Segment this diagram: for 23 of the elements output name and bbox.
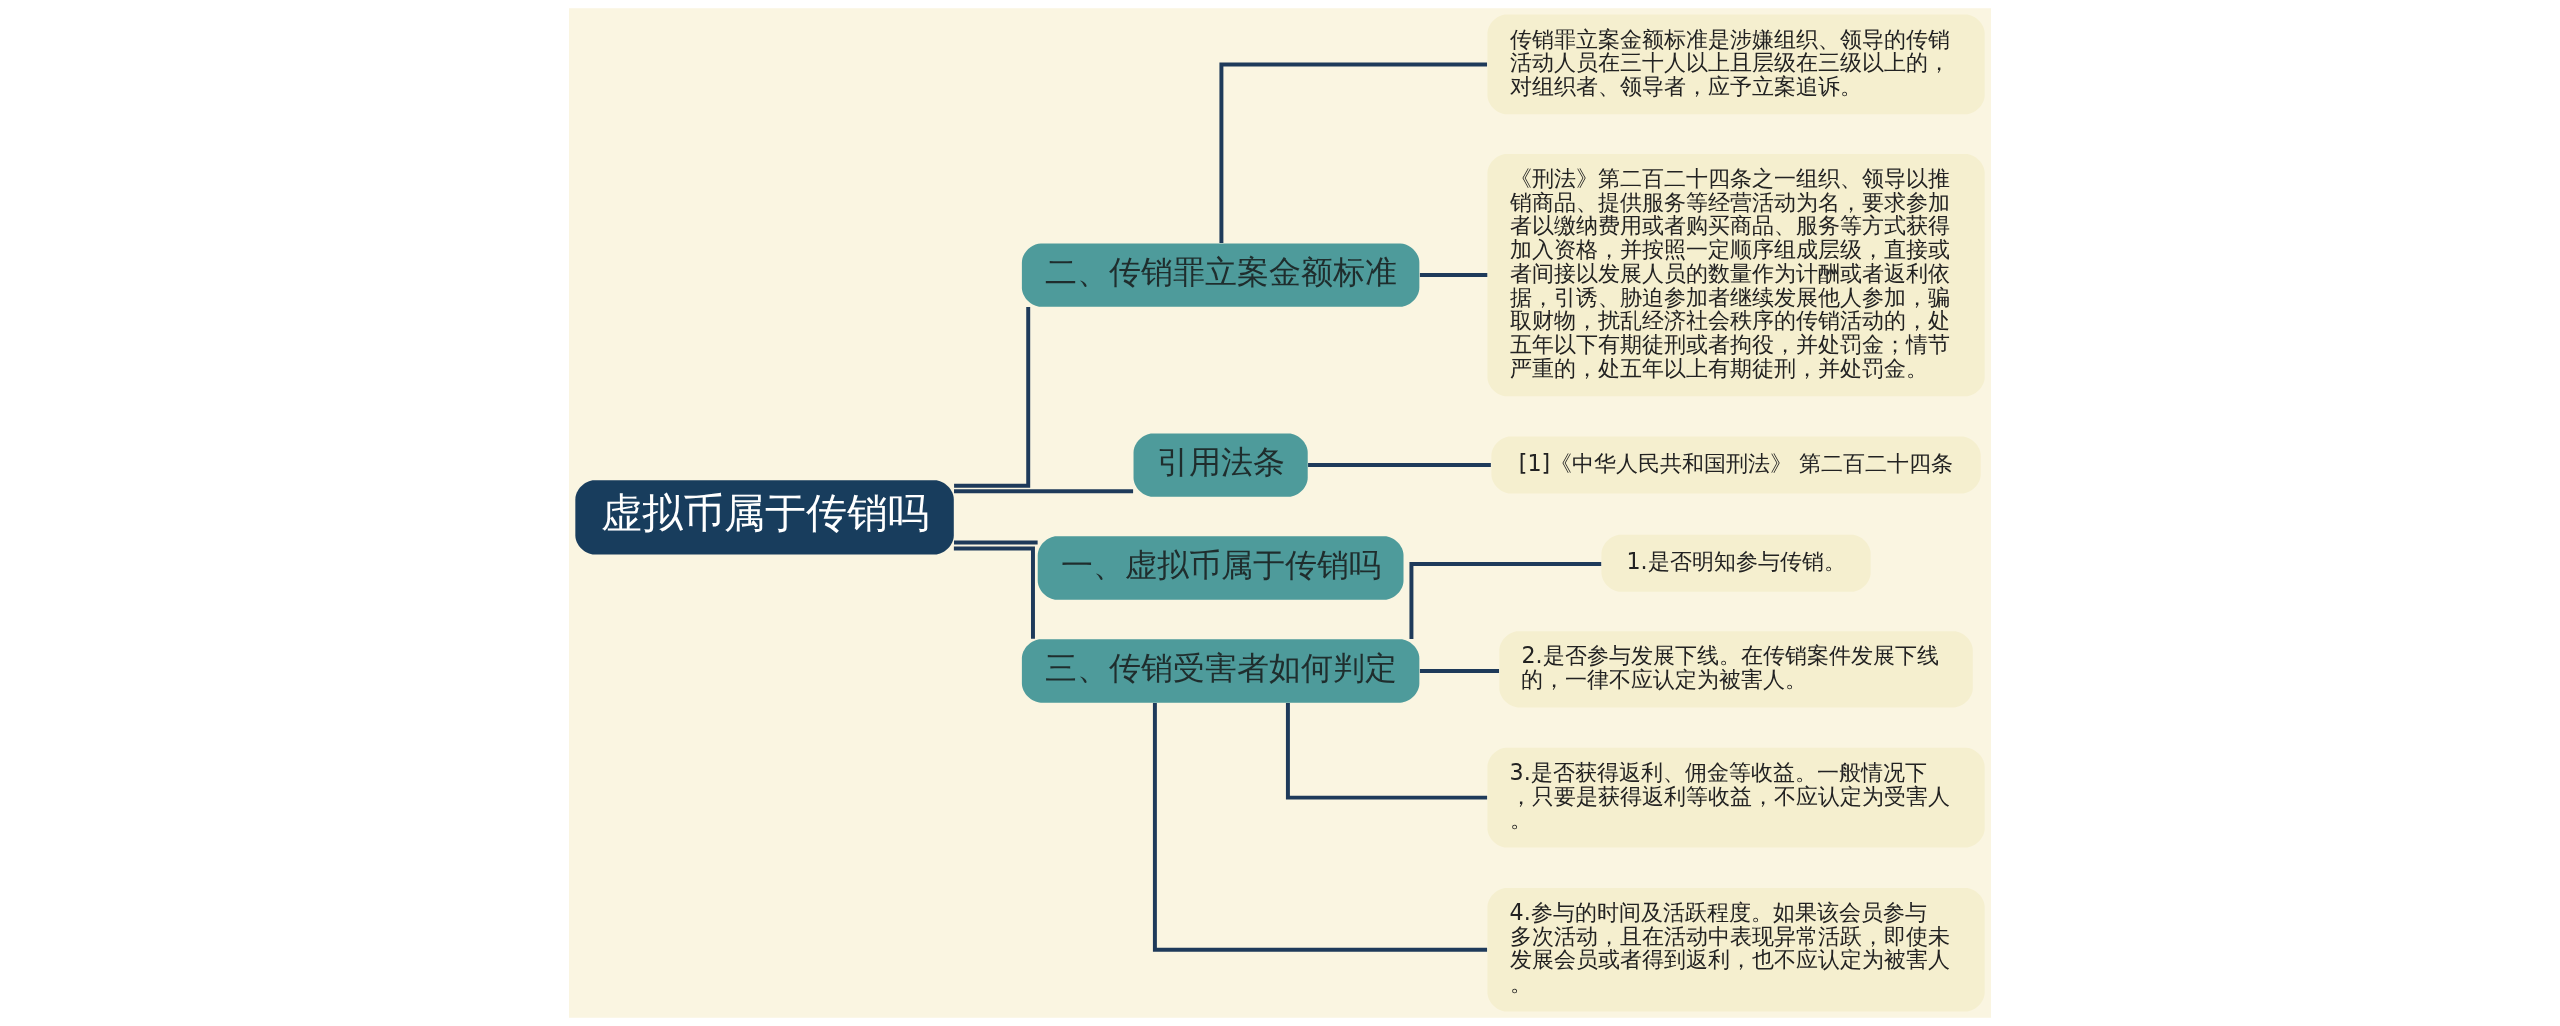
node-box: 传销罪立案金额标准是涉嫌组织、领导的传销活动人员在三十人以上且层级在三级以上的，对组织者、领导者，应予立案追诉。: [1487, 14, 1985, 115]
connector: [954, 307, 1031, 488]
connector: [1219, 62, 1488, 244]
connector: [1409, 562, 1602, 639]
connector: [1152, 702, 1488, 952]
node-box: 三、传销受害者如何判定: [1021, 639, 1420, 703]
connector: [953, 546, 1035, 639]
node-box: 二、传销罪立案金额标准: [1021, 243, 1420, 307]
node-box: 2.是否参与发展下线。在传销案件发展下线的，一律不应认定为被害人。: [1499, 631, 1973, 708]
node-box: [1]《中华人民共和国刑法》 第二百二十四条: [1491, 436, 1981, 494]
connector: [1285, 702, 1488, 800]
connector: [1419, 273, 1488, 278]
node-box: 4.参与的时间及活跃程度。如果该会员参与多次活动，且在活动中表现异常活跃，即使未发展会员或者得到返利，也不应认定为被害人。: [1487, 887, 1985, 1012]
connector: [954, 489, 1134, 494]
node-box: 一、虚拟币属于传销吗: [1037, 536, 1404, 600]
node-box: 《刑法》第二百二十四条之一组织、领导以推销商品、提供服务等经营活动为名，要求参加者以缴纳费用或者购买商品、服务等方式获得加入资格，并按照一定顺序组成层级，直接或者间接以发展人员的数量作为计酬或者返利依据，引诱、胁迫参加者继续发展他人参加，骗取财物，扰乱经济社会秩序的传销活动的，处五年以下有期徒刑或者拘役，并处罚金；情节严重的，处五年以上有期徒刑，并处罚金。: [1487, 153, 1985, 397]
connector: [1308, 463, 1491, 468]
node-box: 3.是否获得返利、佣金等收益。一般情况下，只要是获得返利等收益，不应认定为受害人。: [1487, 747, 1985, 848]
node-box: 引用法条: [1133, 433, 1308, 497]
connector: [1419, 669, 1500, 673]
connector: [954, 540, 1038, 545]
node-box: 虚拟币属于传销吗: [575, 480, 954, 555]
node-box: 1.是否明知参与传销。: [1601, 534, 1871, 592]
